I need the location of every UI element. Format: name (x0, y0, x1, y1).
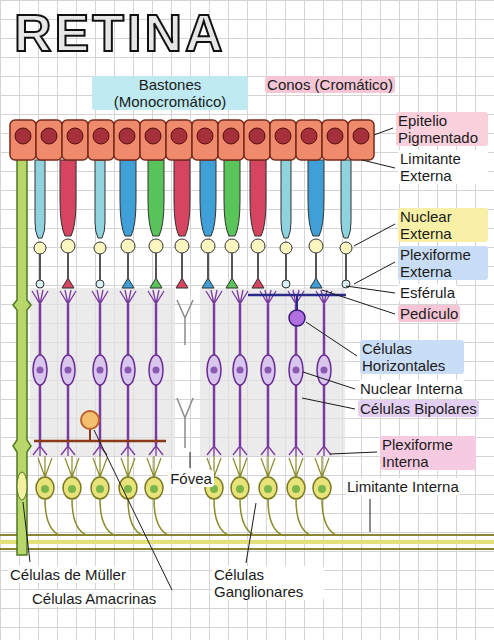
bipolar-cells (32, 290, 332, 456)
layer-label: Células de Müller (8, 566, 128, 583)
background-shading (30, 288, 345, 456)
layer-label: Células Horizontales (360, 340, 464, 374)
layer-label: Conos (Cromático) (265, 76, 395, 93)
layer-label: Esférula (398, 284, 457, 301)
layer-label: Epitelio Pigmentado (396, 112, 488, 146)
layer-label: Plexiforme Externa (398, 246, 488, 280)
leader-lines (23, 128, 395, 590)
photoreceptors (34, 160, 352, 288)
pigment-epithelium (10, 120, 374, 160)
layer-label: Células Amacrinas (30, 590, 158, 607)
layer-label: Células Ganglionares (212, 566, 324, 600)
ganglion-cells (36, 456, 336, 535)
layer-label: Células Bipolares (358, 400, 479, 417)
fovea-marks (177, 300, 193, 448)
nerve-fibers (0, 535, 494, 549)
amacrine-cell (34, 411, 166, 441)
layer-label: Bastones (Monocromático) (92, 76, 248, 110)
layer-label: Limitante Interna (345, 478, 461, 495)
layer-label: Nuclear Interna (358, 380, 465, 397)
layer-label: Plexiforme Interna (380, 436, 476, 470)
muller-cell (13, 150, 31, 555)
layer-label: Fóvea (168, 470, 214, 487)
layer-label: Limitante Externa (398, 150, 488, 184)
layer-label: Pedículo (398, 305, 460, 322)
layer-label: Nuclear Externa (398, 208, 488, 242)
horizontal-cell (248, 295, 346, 326)
title: RETINA (14, 4, 226, 62)
